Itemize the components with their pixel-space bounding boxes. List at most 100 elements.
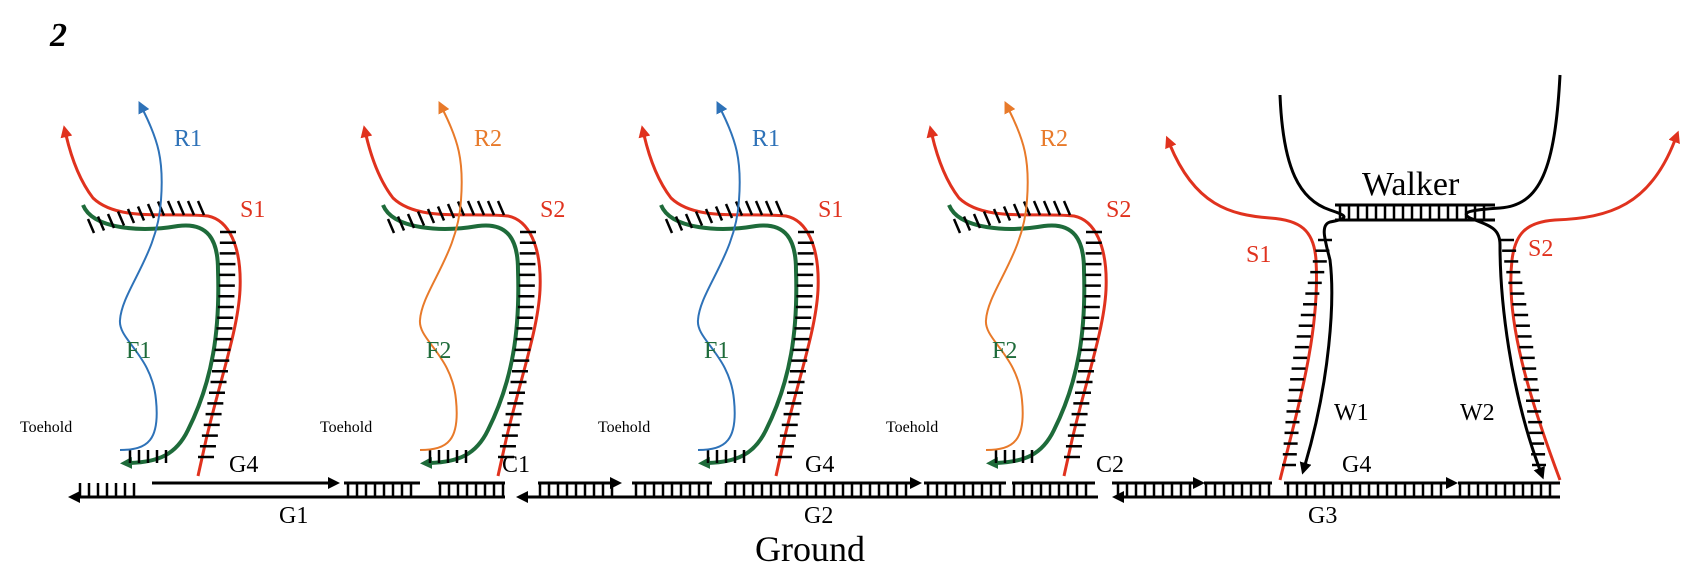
walker-leg-w2-pairs [1500,238,1547,467]
fuel-stator-base-pair [466,200,476,216]
fuel-strand [81,204,221,469]
walker-leg-w2-label: W2 [1460,400,1495,426]
fuel-stator-base-pair [764,200,774,216]
reporter-label: R1 [752,126,780,152]
toehold-label: Toehold [598,419,650,436]
fuel-stator-base-pair [704,208,714,224]
stator-strand [638,125,820,477]
fuel-stator-base-pair [176,200,186,216]
stator-label: S2 [540,197,565,223]
fuel-stator-base-pair [1062,200,1072,216]
fuel-label: F2 [426,338,451,364]
fuel-stator-base-pair [486,200,496,216]
fuel-stator-base-pair [126,208,136,224]
stator-strand [926,125,1108,477]
fuel-stator-base-pair [754,200,764,216]
ground-strands [68,477,1560,503]
fuel-stator-base-pair [406,213,416,229]
walker-stator-s1 [1165,135,1318,481]
fuel-stator-base-pair [664,218,674,234]
reporter-label: R2 [1040,126,1068,152]
fuel-stator-base-pair [96,216,106,231]
fuel-stator-base-pair [136,206,146,221]
fuel-stator-base-pair [684,213,694,229]
walker-body-left [1278,94,1346,475]
figure-number: 2 [49,17,67,54]
walker-stator-s2-label: S2 [1528,236,1553,262]
ground-title: Ground [755,529,865,569]
reporter-strand [984,101,1029,451]
fuel-stator-base-pair [146,203,156,219]
toehold-label: Toehold [320,419,372,436]
fuel-stator-base-pair [476,200,486,216]
reporter-label: R1 [174,126,202,152]
fuel-stator-base-pair [396,216,406,231]
reporter-strand [118,101,163,451]
walker-duplex-pairs [1338,205,1486,220]
fuel-stator-base-pair [1002,206,1012,221]
fuel-stator-base-pair [106,213,116,229]
fuel-stator-base-pair [774,200,784,216]
fuel-stator-base-pairs [664,200,814,463]
walker-title: Walker [1362,166,1460,203]
stator-strand [60,125,242,477]
fuel-stator-base-pairs [952,200,1102,463]
walker-stator-s1-label: S1 [1246,242,1271,268]
walker-complex: Walker W1 W2 S1 S2 [1165,74,1680,481]
fuel-stator-base-pair [496,200,506,216]
fuel-stator-base-pair [674,216,684,231]
fuel-stator-base-pair [962,216,972,231]
reporter-strand [696,101,741,451]
fuel-stator-base-pair [744,200,754,216]
fuel-stator-base-pair [386,218,396,234]
ground-label-g4-1: G4 [229,452,258,478]
fuel-stator-base-pairs [386,200,536,463]
stator-label: S1 [240,197,265,223]
ground-label-c2: C2 [1096,452,1124,478]
fuel-stator-base-pair [436,206,446,221]
fuel-stator-base-pair [186,200,196,216]
fuel-stator-base-pair [1032,200,1042,216]
walker-leg-w1-label: W1 [1334,400,1369,426]
ground-label-g4-2: G4 [805,452,834,478]
fuel-stator-base-pair [724,203,734,219]
fuel-stator-base-pair [952,218,962,234]
fuel-stator-base-pair [426,208,436,224]
fuel-stator-base-pair [196,200,206,216]
walker-stator-s2 [1509,130,1680,481]
toehold-label: Toehold [886,419,938,436]
walker-body-right [1464,74,1562,480]
fuel-stator-base-pair [166,200,176,216]
fuel-stator-base-pair [714,206,724,221]
fuel-label: F1 [126,338,151,364]
fuel-stator-base-pairs [86,200,236,463]
fuel-strand [659,204,799,469]
fuel-stator-base-pair [1042,200,1052,216]
ground-label-g3: G3 [1308,503,1337,529]
ground-label-g4-3: G4 [1342,452,1371,478]
stator-label: S1 [818,197,843,223]
walker-leg-w1-pairs [1281,238,1332,467]
fuel-stator-base-pair [982,211,992,226]
fuel-strand [947,204,1087,469]
ground-base-pairs [78,483,1552,497]
reporter-label: R2 [474,126,502,152]
toehold-label: Toehold [20,419,72,436]
ground-label-g1: G1 [279,503,308,529]
fuel-label: F1 [704,338,729,364]
fuel-stator-base-pair [416,211,426,226]
fuel-units: R1S1F1ToeholdR2S2F2ToeholdR1S1F1ToeholdR… [20,101,1131,477]
fuel-stator-base-pair [694,211,704,226]
fuel-strand [381,204,521,469]
stator-strand [360,125,542,477]
fuel-label: F2 [992,338,1017,364]
fuel-stator-base-pair [992,208,1002,224]
ground-label-g2: G2 [804,503,833,529]
fuel-stator-base-pair [116,211,126,226]
stator-label: S2 [1106,197,1131,223]
fuel-stator-base-pair [1012,203,1022,219]
